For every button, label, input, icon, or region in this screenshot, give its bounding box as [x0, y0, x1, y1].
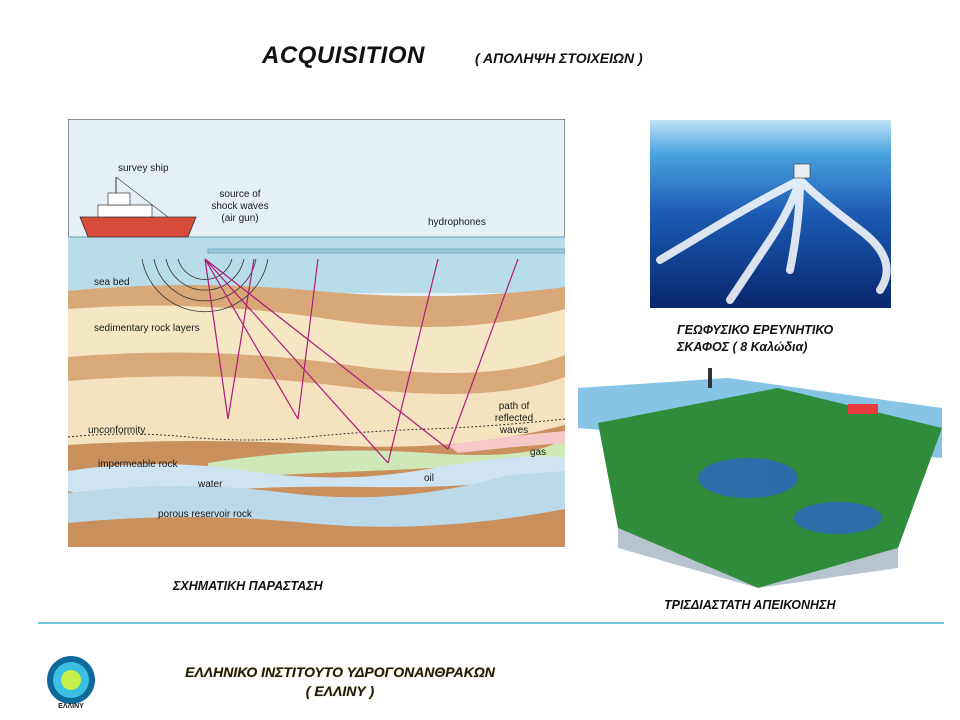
logo-label: ΕΛΛΙΝΥ	[58, 703, 84, 710]
shock-wave-arcs	[141, 258, 269, 313]
institute-logo: ΕΛΛΙΝΥ	[47, 656, 95, 710]
label-water: water	[197, 479, 223, 490]
label-impermeable: impermeable rock	[98, 459, 178, 470]
sea-water	[68, 237, 565, 293]
caption-schematic: ΣΧΗΜΑΤΙΚΗ ΠΑΡΑΣΤΑΣΗ	[173, 579, 323, 593]
caption-3d: ΤΡΙΣΔΙΑΣΤΑΤΗ ΑΠΕΙΚΟΝΗΣΗ	[664, 598, 836, 612]
survey-ship	[79, 176, 197, 238]
footer-divider	[38, 622, 944, 624]
caption-vessel-2: ΣΚΑΦΟΣ ( 8 Καλώδια)	[677, 340, 808, 354]
oil-lens	[208, 437, 565, 479]
label-unconformity: unconformity	[88, 425, 145, 436]
unconformity-line	[68, 418, 565, 441]
reflected-rays	[204, 258, 519, 464]
label-source-2: shock waves	[211, 201, 268, 212]
label-source-3: (air gun)	[221, 213, 258, 224]
institute-name: ΕΛΛΗΝΙΚΟ ΙΝΣΤΙΤΟΥΤΟ ΥΔΡΟΓΟΝΑΝΘΡΑΚΩΝ	[185, 664, 495, 680]
3d-visualization	[578, 368, 942, 588]
label-path-1: path of	[499, 401, 530, 412]
seismic-schematic: survey ship source of shock waves (air g…	[68, 119, 565, 547]
page-title: ACQUISITION	[262, 42, 425, 69]
label-sea-bed: sea bed	[94, 277, 130, 288]
label-porous: porous reservoir rock	[158, 509, 253, 520]
label-oil: oil	[424, 473, 434, 484]
label-sedimentary: sedimentary rock layers	[94, 323, 200, 334]
page-subtitle: ( ΑΠΟΛΗΨΗ ΣΤΟΙΧΕΙΩΝ )	[475, 50, 643, 66]
institute-abbr: ( ΕΛΛΙΝΥ )	[305, 683, 375, 699]
label-gas: gas	[530, 447, 546, 458]
caption-vessel-1: ΓΕΩΦΥΣΙΚΟ ΕΡΕΥΝΗΤΙΚΟ	[677, 323, 834, 337]
base-layer	[68, 509, 565, 547]
label-path-3: waves	[499, 425, 528, 436]
vessel-photo	[650, 120, 891, 308]
label-survey-ship: survey ship	[118, 163, 169, 174]
streamer-cable	[207, 248, 565, 254]
gas-lens	[448, 431, 565, 453]
label-source-1: source of	[219, 189, 260, 200]
label-path-2: reflected	[495, 413, 533, 424]
label-hydrophones: hydrophones	[428, 217, 486, 228]
